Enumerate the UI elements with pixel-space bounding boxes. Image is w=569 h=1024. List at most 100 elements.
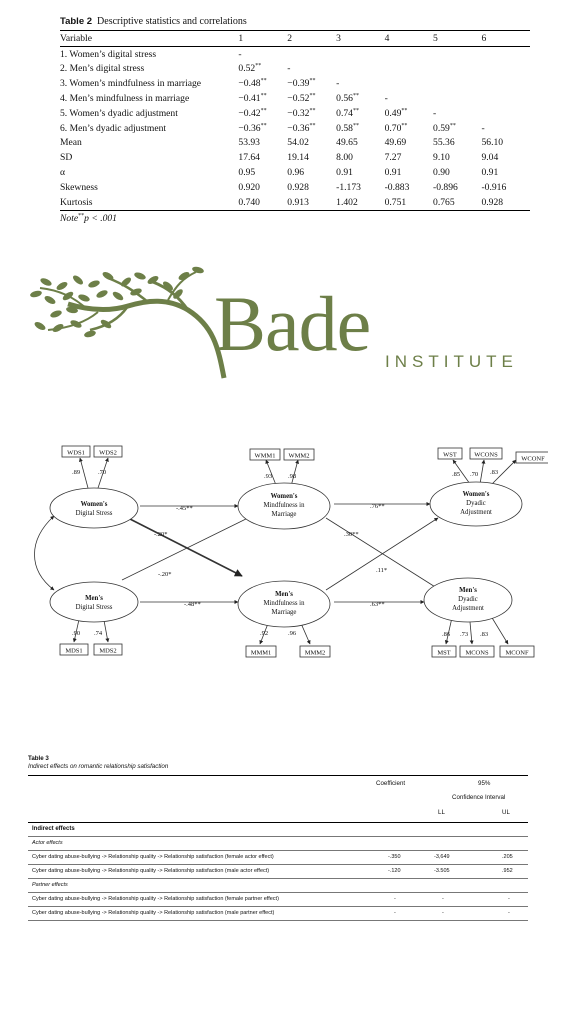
table-cell: -	[384, 93, 388, 105]
table-cell: −0.36**	[287, 122, 316, 134]
table-row: Cyber dating abuse-bullying -> Relations…	[28, 893, 528, 907]
header-col-5: 5	[433, 30, 482, 47]
table-cell: 0.928	[481, 194, 530, 211]
row-label: Cyber dating abuse-bullying -> Relations…	[32, 910, 275, 916]
table-cell: 1.402	[336, 194, 385, 211]
table-row: Cyber dating abuse-bullying -> Relations…	[28, 907, 528, 921]
box-mds2	[93, 643, 123, 656]
covariance-arc	[34, 515, 55, 591]
label-mconf: MCONF	[505, 650, 529, 657]
table-row: 4. Men’s mindfulness in marriage−0.41**−…	[60, 91, 530, 106]
table-cell: 0.928	[287, 181, 309, 193]
table-cell	[385, 46, 433, 61]
section-indirect-effects: Indirect effects	[28, 823, 528, 837]
row-label: 6. Men’s dyadic adjustment	[60, 122, 167, 134]
loading-wconf: .83	[490, 469, 498, 476]
section-label: Indirect effects	[32, 826, 75, 832]
loading-wst: .85	[452, 471, 460, 478]
latent-label-wda-1: Women's	[463, 491, 490, 498]
label-mmm1: MMM1	[251, 650, 272, 657]
row-label: SD	[60, 152, 73, 164]
table-cell: 8.00	[336, 152, 353, 164]
table-2-note: Note**p < .001	[60, 212, 530, 224]
latent-label-mds-1: Men's	[85, 595, 103, 602]
loading-wds2: .70	[98, 469, 106, 476]
latent-mens-digital-stress	[49, 581, 139, 623]
row-coef: -.350	[388, 854, 401, 860]
note-label: Note	[60, 212, 79, 224]
table-cell: −0.39**	[287, 78, 316, 90]
box-mst	[431, 645, 457, 658]
note-text: p < .001	[84, 212, 117, 224]
table-cell	[433, 76, 481, 91]
box-wcons	[469, 447, 503, 460]
coef-wmm-mda: .30**	[344, 531, 359, 538]
table-row: 5. Women’s dyadic adjustment−0.42**−0.32…	[60, 106, 530, 121]
logo-wordmark: Bade	[214, 280, 371, 367]
latent-label-wds-2: Digital Stress	[76, 510, 113, 517]
table-3-label: Table 3	[28, 755, 49, 762]
row-label: Cyber dating abuse-bullying -> Relations…	[32, 896, 279, 902]
table-cell	[287, 46, 336, 61]
latent-mens-mindfulness	[237, 580, 331, 628]
table-cell: −0.41**	[238, 92, 267, 105]
loading-wds1: .89	[72, 469, 80, 476]
latent-womens-dyadic-adjustment	[429, 481, 523, 527]
table-3-title: Indirect effects on romantic relationshi…	[28, 763, 169, 770]
table-cell	[433, 62, 481, 77]
latent-womens-digital-stress	[49, 487, 139, 529]
table-cell: 7.27	[384, 152, 402, 164]
path-wds-mmm	[127, 517, 243, 577]
table-row: Cyber dating abuse-bullying -> Relations…	[28, 865, 528, 879]
note-sig: **	[78, 212, 85, 219]
table-cell: -1.173	[336, 181, 361, 193]
label-mst: MST	[437, 650, 450, 657]
arrow-wst	[452, 459, 471, 485]
latent-label-mda-2: Dyadic	[458, 596, 478, 603]
table-cell: −0.48**	[238, 78, 267, 90]
latent-label-mds-2: Digital Stress	[76, 604, 113, 611]
header-col-1: 1	[238, 30, 288, 47]
row-ul: -	[508, 896, 510, 902]
path-mmm-wda	[325, 517, 439, 591]
loading-wmm2: .98	[288, 473, 296, 480]
table-cell	[433, 46, 481, 61]
box-mmm1	[245, 645, 277, 658]
table-cell: 56.10	[481, 137, 504, 149]
label-mds1: MDS1	[65, 648, 82, 655]
header-col-6: 6	[481, 30, 530, 47]
table-cell: −0.52**	[287, 92, 316, 105]
table-3-header: Coefficient 95% Confidence Interval LL U…	[28, 775, 528, 823]
header-ul: UL	[502, 809, 510, 816]
logo-subtitle: INSTITUTE	[385, 352, 518, 371]
table-cell: 17.64	[238, 152, 260, 164]
table-row: 3. Women’s mindfulness in marriage−0.48*…	[60, 76, 530, 91]
tree-icon	[30, 266, 227, 379]
table-cell: 9.04	[481, 152, 499, 164]
table-cell: -0.896	[433, 181, 458, 193]
box-wst	[437, 447, 463, 460]
sem-path-diagram: WDS1 WDS2 WMM1 WMM2 WST WCONS WCONF MDS1…	[34, 445, 548, 658]
row-label: 1. Women’s digital stress	[60, 48, 157, 60]
table-cell: −0.36**	[238, 122, 267, 134]
row-ll: -3,649	[434, 854, 450, 860]
table-cell	[336, 46, 384, 61]
label-wmm1: WMM1	[255, 453, 276, 460]
table-cell	[481, 91, 530, 106]
loading-mmm2: .96	[288, 630, 297, 637]
table-row: Cyber dating abuse-bullying -> Relations…	[28, 851, 528, 865]
table-3: Table 3 Indirect effects on romantic rel…	[28, 755, 528, 921]
table-cell: -0.883	[384, 181, 410, 193]
label-wds1: WDS1	[67, 450, 85, 457]
label-wst: WST	[443, 452, 457, 459]
row-label: Cyber dating abuse-bullying -> Relations…	[32, 854, 274, 860]
table-cell	[481, 106, 530, 121]
table-cell: 0.56**	[336, 92, 359, 105]
label-wconf: WCONF	[521, 456, 545, 463]
label-mmm2: MMM2	[305, 650, 326, 657]
